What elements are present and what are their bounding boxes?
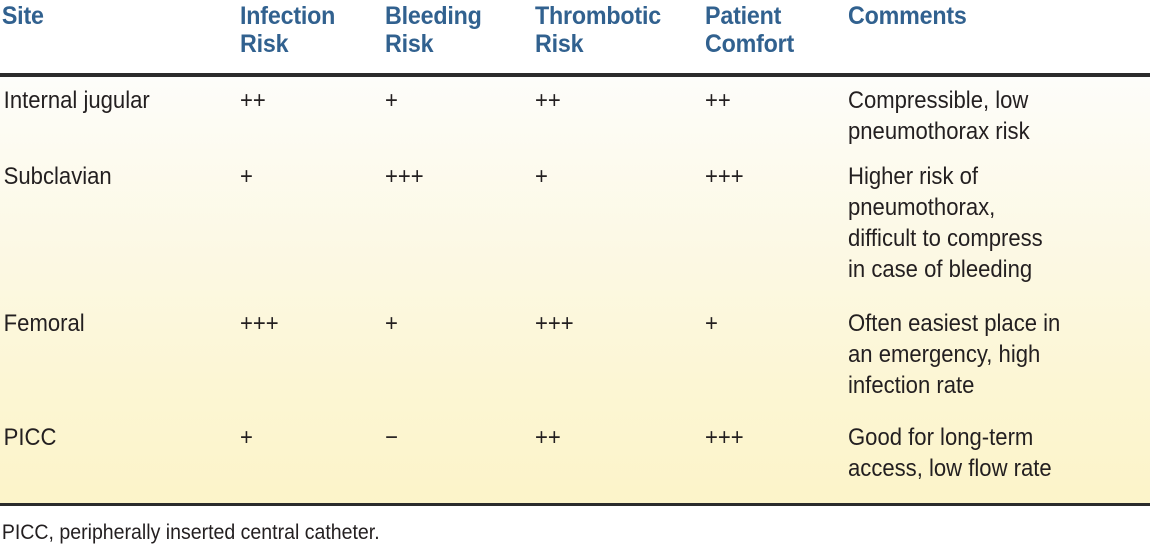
cell-infection-risk: + bbox=[240, 424, 253, 451]
cell-comments: Good for long-term access, low flow rate bbox=[848, 424, 1052, 482]
cell-thrombotic-risk: + bbox=[535, 163, 548, 190]
table-footnote: PICC, peripherally inserted central cath… bbox=[0, 506, 1070, 545]
table-body: Internal jugular ++ + ++ ++ Compressible… bbox=[0, 77, 1150, 503]
column-header-comments: Comments bbox=[848, 2, 967, 30]
cell-site: PICC bbox=[3, 424, 57, 451]
cell-comments: Compressible, low pneumothorax risk bbox=[848, 87, 1030, 145]
cell-thrombotic-risk: ++ bbox=[535, 424, 561, 451]
cell-bleeding-risk: + bbox=[385, 87, 398, 114]
table-row: PICC + − ++ +++ Good for long-term acces… bbox=[0, 401, 1150, 484]
cell-bleeding-risk: − bbox=[385, 424, 398, 451]
cell-patient-comfort: +++ bbox=[705, 163, 744, 190]
table-row: Femoral +++ + +++ + Often easiest place … bbox=[0, 285, 1150, 401]
column-header-patient-comfort: Patient Comfort bbox=[705, 2, 795, 58]
cell-thrombotic-risk: +++ bbox=[535, 310, 574, 337]
cell-infection-risk: ++ bbox=[240, 87, 266, 114]
column-header-site: Site bbox=[1, 2, 44, 30]
cell-comments: Higher risk of pneumothorax, difficult t… bbox=[848, 163, 1043, 283]
cell-bleeding-risk: + bbox=[385, 310, 398, 337]
cell-site: Femoral bbox=[3, 310, 85, 337]
column-header-thrombotic-risk: Thrombotic Risk bbox=[535, 2, 662, 58]
cell-infection-risk: +++ bbox=[240, 310, 279, 337]
column-header-bleeding-risk: Bleeding Risk bbox=[385, 2, 482, 58]
table-header-row: Site Infection Risk Bleeding Risk Thromb… bbox=[0, 0, 1150, 58]
cell-comments: Often easiest place in an emergency, hig… bbox=[848, 310, 1061, 399]
header-divider-rule bbox=[0, 73, 1150, 77]
table-bottom-rule bbox=[0, 503, 1150, 506]
table-row: Subclavian + +++ + +++ Higher risk of pn… bbox=[0, 147, 1150, 285]
cell-patient-comfort: + bbox=[705, 310, 718, 337]
cell-thrombotic-risk: ++ bbox=[535, 87, 561, 114]
cell-infection-risk: + bbox=[240, 163, 253, 190]
cell-bleeding-risk: +++ bbox=[385, 163, 424, 190]
cell-patient-comfort: ++ bbox=[705, 87, 731, 114]
table-header: Site Infection Risk Bleeding Risk Thromb… bbox=[0, 0, 1150, 73]
cell-site: Subclavian bbox=[3, 163, 112, 190]
table-row: Internal jugular ++ + ++ ++ Compressible… bbox=[0, 77, 1150, 147]
column-header-infection-risk: Infection Risk bbox=[240, 2, 336, 58]
cell-site: Internal jugular bbox=[3, 87, 150, 114]
cell-patient-comfort: +++ bbox=[705, 424, 744, 451]
